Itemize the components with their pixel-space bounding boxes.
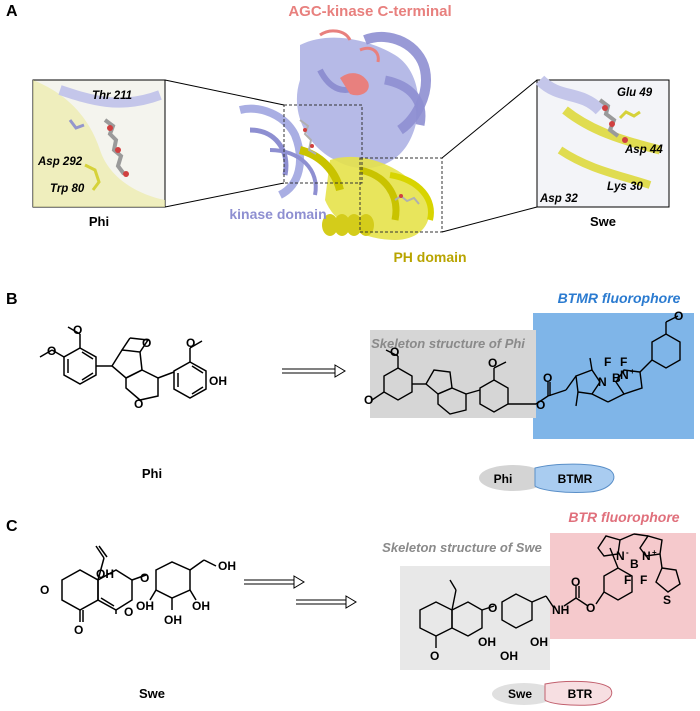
btmr-fluorophore-label: BTMR fluorophore [558,290,681,306]
btmr-f-2: F [620,355,627,369]
left-connector-top [164,79,285,106]
btmr-methoxy-o: O [674,309,683,323]
phi-skel-o-3: O [488,356,497,370]
phi-o-ring-2: O [134,397,143,411]
residue-glu49: Glu 49 [617,87,653,99]
swe-skel-oh-1: OH [478,635,496,649]
phi-oh: OH [209,374,227,388]
btr-minus: - [626,548,629,557]
phi-skeleton-label: Skeleton structure of Phi [371,336,525,351]
phi-o-ring-1: O [142,336,151,350]
residue-asp44: Asp 44 [624,144,663,156]
btmr-n-1: N [598,375,607,389]
ph-domain-label: PH domain [393,249,466,265]
residue-lys30: Lys 30 [607,181,643,193]
swe-oh-5: OH [192,599,210,613]
left-connector-bottom [164,182,285,208]
swe-skel-oh-3: OH [530,635,548,649]
swe-o-link: O [140,571,149,585]
kinase-domain-label: kinase domain [229,206,326,222]
btr-fluorophore-label: BTR fluorophore [568,509,679,525]
arrow-c [244,575,357,609]
left-inset-caption: Phi [89,214,109,229]
right-inset: Glu 49 Asp 44 Lys 30 Asp 32 [535,75,670,208]
right-dashed-box [359,157,443,233]
right-connector-bottom [441,206,538,233]
phi-skel-o-2: O [364,393,373,407]
phi-o-3: O [186,336,195,350]
swe-skel-o-link: O [488,601,497,615]
btr-thiophene-s: S [663,593,671,607]
swe-skeleton-structure [419,533,681,648]
agc-kinase-label: AGC-kinase C-terminal [288,3,451,20]
phi-o-1: O [73,323,82,337]
btr-plus: + [652,548,657,557]
btr-n-2: N [642,549,651,563]
btmr-n-2: N [620,368,629,382]
right-inset-caption: Swe [590,214,616,229]
right-connector-top [441,79,538,159]
btr-pill-label: BTR [568,687,593,701]
swe-o-carbonyl: O [74,623,83,637]
residue-thr211: Thr 211 [92,90,132,102]
panel-b-letter: B [6,291,18,308]
swe-pill-label: Swe [508,687,532,701]
phi-skel-ester-o: O [536,398,545,412]
phi-skeleton-structure [371,315,681,415]
swe-oh-1: OH [96,567,114,581]
arrow-b [282,364,346,378]
swe-o-ring: O [124,605,133,619]
panel-a-letter: A [6,3,18,20]
btmr-pill-label: BTMR [558,472,593,486]
phi-molecule-label: Phi [142,466,162,481]
btmr-minus: - [622,367,625,376]
left-inset: Thr 211 Asp 292 Trp 80 [32,79,166,208]
btr-f-1: F [624,573,631,587]
swe-skeleton-box [400,566,550,670]
residue-asp32: Asp 32 [539,193,578,205]
swe-molecule-label: Swe [139,686,165,701]
protein-structure [239,29,434,240]
swe-skel-amide-o: O [571,575,580,589]
phi-btmr-conjugate-icon [479,463,615,493]
phi-pill-label: Phi [494,472,513,486]
btr-b: B [630,557,639,571]
swe-o-lactone: O [40,583,49,597]
swe-oh-2: OH [218,559,236,573]
swe-btr-conjugate-icon [492,680,613,706]
btr-f-2: F [640,573,647,587]
swe-oh-3: OH [136,599,154,613]
btmr-f-1: F [604,355,611,369]
btmr-plus: + [630,367,635,376]
phi-structure [39,326,207,401]
swe-oh-4: OH [164,613,182,627]
residue-trp80: Trp 80 [50,183,85,195]
left-dashed-box [283,104,363,184]
phi-skel-carbonyl-o: O [543,371,552,385]
residue-asp292: Asp 292 [37,156,83,168]
swe-skel-nh: NH [552,603,569,617]
phi-skel-o-1: O [390,345,399,359]
btr-n-1: N [616,549,625,563]
phi-o-2: O [47,344,56,358]
panel-c-letter: C [6,518,18,535]
btmr-b: B [612,371,621,385]
swe-skel-ether-o: O [586,601,595,615]
swe-skeleton-label: Skeleton structure of Swe [382,540,542,555]
swe-skel-o-carbonyl: O [430,649,439,663]
btr-fluorophore-box [550,533,696,639]
swe-skel-oh-2: OH [500,649,518,663]
swe-structure [61,545,217,622]
